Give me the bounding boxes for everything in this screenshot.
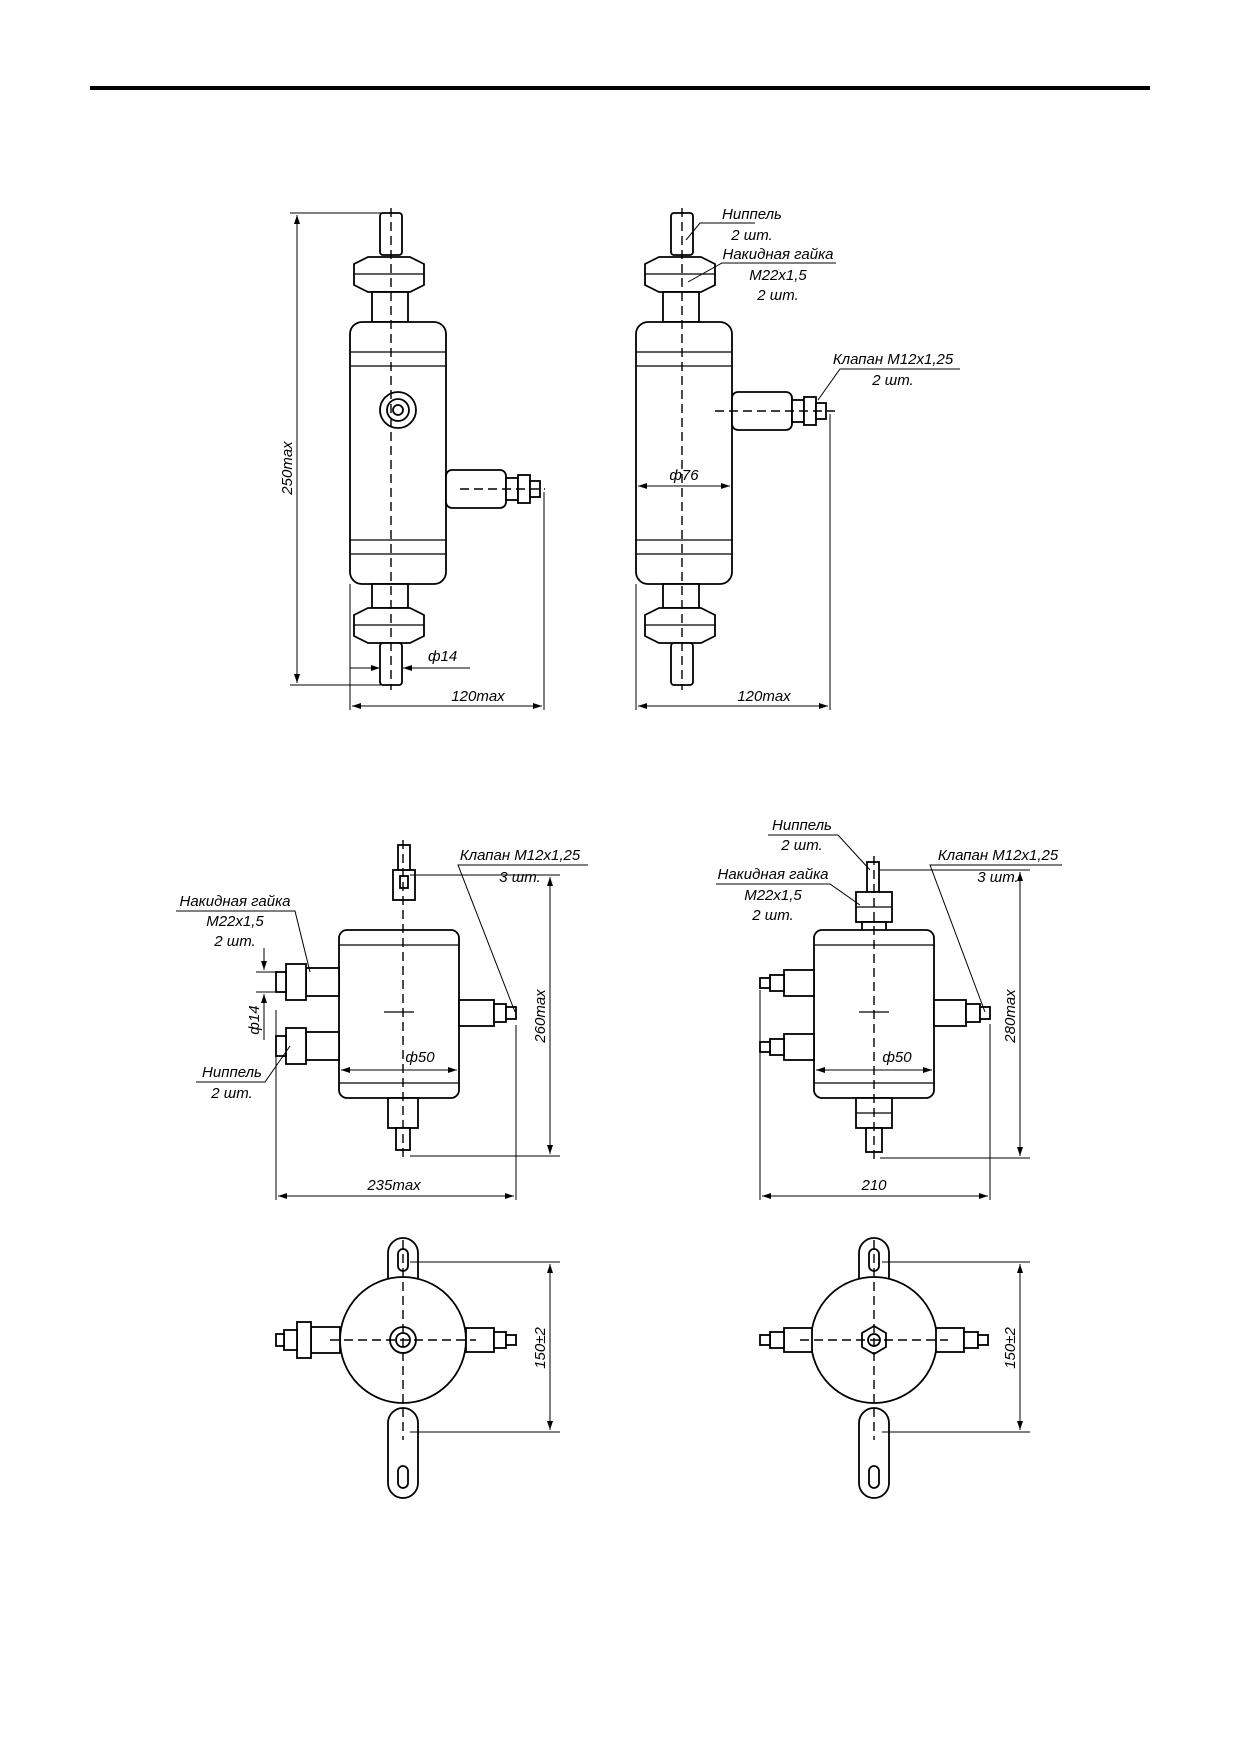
view-5-dimensions	[410, 1261, 560, 1433]
label-nipple-qty-top: 2 шт.	[730, 227, 772, 244]
label-nut-right: Накидная гайка	[717, 866, 828, 883]
dim-150-left: 150±2	[532, 1327, 549, 1369]
view-5-plan-left	[275, 1237, 517, 1499]
label-nipple-right: Ниппель	[772, 817, 832, 834]
view-2-filter-side	[635, 208, 835, 690]
header-rule	[90, 86, 1150, 90]
label-valve-left: Клапан М12х1,25	[460, 847, 581, 864]
label-valve-top: Клапан М12х1,25	[833, 351, 954, 368]
label-nut-qty-top: 2 шт.	[756, 287, 798, 304]
label-nut-thread-right: M22x1,5	[744, 887, 802, 904]
view-4-receiver-front	[759, 856, 991, 1160]
view-3-receiver-front	[275, 840, 517, 1160]
dim-150-right: 150±2	[1002, 1327, 1019, 1369]
dim-d14-left: ф14	[246, 1005, 263, 1034]
view-1-dimensions	[290, 212, 545, 710]
view-3-dimensions	[176, 864, 588, 1200]
dim-235max: 235max	[366, 1177, 421, 1194]
label-nut-qty-right: 2 шт.	[751, 907, 793, 924]
view-2-dimensions	[635, 222, 960, 710]
label-nut-thread-top: M22x1,5	[749, 267, 807, 284]
view-4-dimensions	[716, 834, 1062, 1200]
dim-120max-left: 120max	[451, 688, 505, 705]
label-nipple-top: Ниппель	[722, 206, 782, 223]
dim-120max-right: 120max	[737, 688, 791, 705]
label-valve-right: Клапан М12х1,25	[938, 847, 1059, 864]
label-valve-qty-right: 3 шт.	[977, 869, 1018, 886]
label-nut-thread-left: M22x1,5	[206, 913, 264, 930]
dim-d50-right: ф50	[882, 1049, 912, 1066]
view-6-dimensions	[882, 1261, 1030, 1433]
dim-d76: ф76	[669, 467, 699, 484]
view-6-plan-right	[759, 1237, 989, 1499]
label-valve-qty-top: 2 шт.	[871, 372, 913, 389]
dim-210: 210	[860, 1177, 887, 1194]
dim-260max: 260max	[532, 989, 549, 1044]
dim-d14-top: ф14	[428, 648, 457, 665]
label-nipple-left: Ниппель	[202, 1064, 262, 1081]
label-nut-left: Накидная гайка	[179, 893, 290, 910]
label-nipple-qty-right: 2 шт.	[780, 837, 822, 854]
label-nipple-qty-left: 2 шт.	[210, 1085, 252, 1102]
dim-250max: 250max	[279, 441, 296, 496]
label-nut-top: Накидная гайка	[722, 246, 833, 263]
label-valve-qty-left: 3 шт.	[499, 869, 540, 886]
dim-d50-left: ф50	[405, 1049, 435, 1066]
dim-280max: 280max	[1002, 989, 1019, 1044]
label-nut-qty-left: 2 шт.	[213, 933, 255, 950]
view-1-filter-front	[349, 208, 545, 690]
